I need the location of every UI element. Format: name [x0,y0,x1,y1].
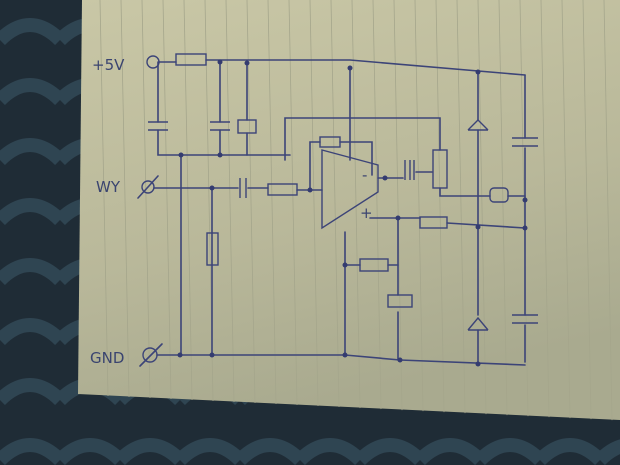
ruled-line [393,0,403,411]
ruled-line [267,0,277,405]
ruled-line [141,0,151,398]
ruled-line [477,0,487,415]
junction-dot [209,185,215,191]
right-capacitor-top [512,137,538,147]
pot-wire [439,187,491,197]
ruled-line [561,0,571,419]
opamp-power-wires [344,67,351,356]
supply-resistor [175,53,207,66]
supply-rail [158,59,526,76]
ruled-line [183,0,193,401]
capacitor-1 [148,121,168,131]
speaker-output [489,187,509,203]
junction-dot [382,175,388,181]
ground-label: GND [90,349,124,367]
junction-dot [217,59,223,65]
supply-label: +5V [92,56,125,74]
ruled-line [603,0,613,421]
junction-dot [342,262,348,268]
input-resistor [267,183,298,196]
junction-dot [475,361,481,367]
junction-dot [475,69,481,75]
cap1-wires [157,61,291,156]
output-wire [377,171,433,179]
junction-dot [397,357,403,363]
right-capacitor-bottom [512,314,538,324]
junction-dot [307,187,313,193]
input-terminal [141,180,155,194]
ruled-line [498,0,508,416]
junction-dot [522,197,528,203]
junction-dot [217,152,223,158]
junction-dot [522,225,528,231]
reference-capacitor [387,294,413,308]
junction-dot [342,352,348,358]
ruled-line [414,0,424,412]
junction-dot [244,60,250,66]
opamp-minus-label: - [362,166,367,184]
ruled-line [540,0,550,418]
ruled-line [582,0,592,420]
ruled-line [99,0,109,396]
ruled-line [351,0,361,409]
input-label: WY [96,178,121,196]
ruled-line [120,0,130,397]
ruled-line [330,0,340,408]
input-capacitor [239,178,247,198]
ruled-line [288,0,298,406]
junction-dots [177,59,528,367]
ruled-line [225,0,235,403]
junction-dot [347,65,353,71]
ruled-line [435,0,445,413]
output-capacitor [404,160,415,180]
capacitor-3 [237,119,257,134]
circuit: +5V WY GND - + [90,53,538,367]
junction-dot [209,352,215,358]
feedback-wire [284,117,441,161]
opamp-plus-label: + [360,204,373,222]
junction-dot [178,152,184,158]
junction-dot [475,224,481,230]
ruled-line [246,0,256,404]
ruled-line [162,0,172,399]
ground-terminal-slash [139,343,163,367]
reference-resistor [359,258,389,272]
junction-dot [177,352,183,358]
ruled-lines [99,0,613,421]
ruled-line [519,0,529,417]
input-terminal-slash [137,175,159,199]
ground-rail [156,354,526,366]
bias-resistor [206,232,219,266]
feedback-resistor [319,136,341,148]
zener-diode-bottom [467,316,489,331]
zener-diode-top [467,119,489,131]
capacitor-2 [210,121,230,131]
ruled-line [372,0,382,410]
junction-dot [395,215,401,221]
plus-input-wire [369,217,526,229]
opamp [321,149,379,230]
ruled-line [309,0,319,407]
divider-resistor [419,216,448,229]
